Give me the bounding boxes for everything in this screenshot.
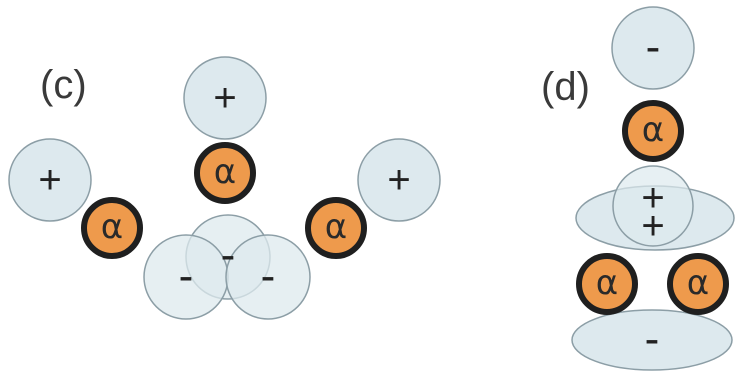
alpha-symbol-top: α [642,110,664,150]
plus-sign-top: + [213,76,236,120]
alpha-particle-bottom-right [667,253,729,315]
alpha-particle-top [622,100,684,162]
minus-sign-right: - [261,252,276,301]
negative-charge-cloud-right [225,234,311,320]
plus-sign-lower: + [641,204,664,248]
alpha-particle-left [81,197,143,259]
plus-sign-right: + [387,158,410,202]
alpha-symbol-bottom-right: α [687,263,709,303]
minus-sign-bottom: - [645,315,660,364]
panel-d-label: (d) [541,65,590,109]
positive-charge-cloud-middle [612,165,694,247]
minus-sign-top: - [646,23,661,72]
panel-c: (c) + + + - - - α α α [8,56,441,320]
minus-sign-left: - [179,252,194,301]
negative-charge-ellipse-bottom [571,309,733,371]
alpha-particle-center [194,142,256,204]
plus-sign-upper: + [641,176,664,220]
plus-sign-left: + [38,158,61,202]
alpha-symbol-bottom-left: α [596,263,618,303]
alpha-particle-right [305,197,367,259]
negative-charge-cloud-top [611,6,695,90]
panel-d: (d) - + + - α α α [541,6,735,371]
positive-charge-cloud-top [183,56,267,140]
alpha-particle-bottom-left [576,253,638,315]
alpha-symbol-left: α [101,207,123,247]
positive-charge-cloud-left [8,138,92,222]
alpha-symbol-right: α [325,207,347,247]
panel-c-label: (c) [40,63,87,107]
alpha-symbol-center: α [214,152,236,192]
positive-charge-cloud-right [357,138,441,222]
minus-sign-center: - [221,231,236,280]
